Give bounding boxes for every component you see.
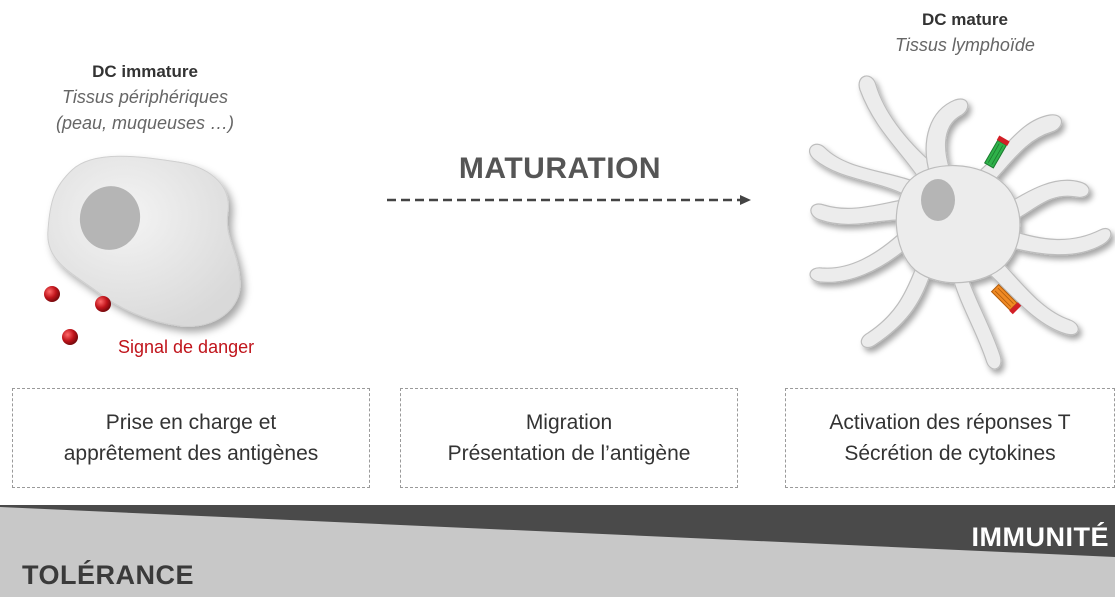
step-box-migration-line2: Présentation de l’antigène xyxy=(447,442,691,465)
mature-dc-subtitle: Tissus lymphoïde xyxy=(895,35,1035,55)
immature-dc-cell-body xyxy=(47,155,241,327)
mature-dc-nucleus xyxy=(921,179,955,221)
maturation-label: MATURATION xyxy=(458,152,662,185)
step-box-uptake-line2: apprêtement des antigènes xyxy=(63,442,319,465)
immunity-label: IMMUNITÉ xyxy=(971,522,1109,552)
step-box-activation-line2: Sécrétion de cytokines xyxy=(844,442,1056,465)
danger-particle xyxy=(62,329,78,345)
mature-dc-illustration xyxy=(809,75,1112,370)
immature-dc-title: DC immature xyxy=(92,62,198,81)
immature-dc-label-group: DC immature Tissus périphériques (peau, … xyxy=(40,62,250,136)
danger-signal-label: Signal de danger xyxy=(118,337,255,357)
danger-particle xyxy=(95,296,111,312)
immature-dc-subtitle-1: Tissus périphériques xyxy=(62,87,228,107)
immature-dc-illustration xyxy=(44,155,241,345)
danger-particle xyxy=(44,286,60,302)
step-box-migration: Migration Présentation de l’antigène xyxy=(400,388,738,488)
green-receptor-icon xyxy=(983,135,1010,169)
mature-dc-cell-body xyxy=(809,75,1112,370)
step-box-uptake: Prise en charge et apprêtement des antig… xyxy=(12,388,370,488)
mature-dc-title: DC mature xyxy=(922,10,1008,29)
maturation-arrow xyxy=(387,195,751,205)
step-box-migration-line1: Migration xyxy=(525,411,613,434)
orange-receptor-icon xyxy=(990,283,1022,315)
immature-dc-nucleus xyxy=(79,186,141,250)
immunity-band-dark xyxy=(0,505,1115,557)
step-box-activation-line1: Activation des réponses T xyxy=(829,411,1071,434)
immature-dc-subtitle-2: (peau, muqueuses …) xyxy=(55,113,235,133)
mature-dc-label-group: DC mature Tissus lymphoïde xyxy=(855,10,1075,58)
step-box-activation: Activation des réponses T Sécrétion de c… xyxy=(785,388,1115,488)
tolerance-label: TOLÉRANCE xyxy=(22,560,195,590)
step-box-uptake-line1: Prise en charge et xyxy=(105,411,277,434)
